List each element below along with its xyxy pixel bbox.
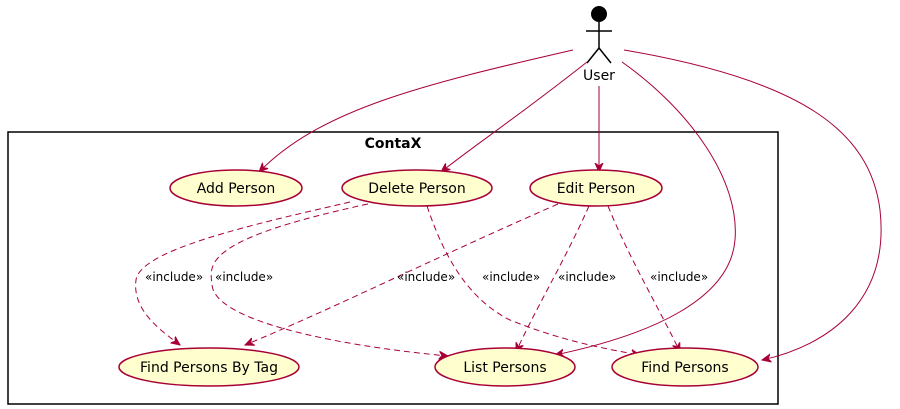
assoc-delete-person xyxy=(441,61,588,172)
assoc-find-persons xyxy=(623,49,882,360)
assoc-add-person xyxy=(259,49,574,172)
use-case-find-persons-by-tag[interactable]: Find Persons By Tag xyxy=(118,347,300,387)
include-label-3: «include» xyxy=(397,270,455,284)
system-title: ContaX xyxy=(365,136,422,152)
use-case-edit-person[interactable]: Edit Person xyxy=(529,169,663,207)
include-edit-list xyxy=(516,205,590,352)
assoc-list-persons xyxy=(555,61,736,355)
system-boundary: ContaX xyxy=(7,131,779,405)
use-case-find-persons[interactable]: Find Persons xyxy=(611,347,759,387)
include-delete-findtag xyxy=(135,201,351,345)
include-label-4: «include» xyxy=(482,270,540,284)
include-label-5: «include» xyxy=(558,270,616,284)
actor-label: User xyxy=(583,68,615,84)
include-delete-list xyxy=(210,203,448,356)
use-case-list-persons-label: List Persons xyxy=(463,360,546,376)
include-labels: «include» «include» «include» «include» … xyxy=(145,270,708,284)
include-label-2: «include» xyxy=(215,270,273,284)
use-case-delete-person-label: Delete Person xyxy=(368,181,466,197)
use-case-find-persons-label: Find Persons xyxy=(641,360,728,376)
actor-head xyxy=(591,6,607,22)
use-case-edit-person-label: Edit Person xyxy=(557,181,636,197)
actor-right-leg xyxy=(598,47,612,64)
use-case-list-persons[interactable]: List Persons xyxy=(434,347,576,387)
include-delete-findpersons xyxy=(426,205,640,355)
use-case-add-person[interactable]: Add Person xyxy=(169,169,303,207)
use-case-delete-person[interactable]: Delete Person xyxy=(341,169,493,207)
use-case-find-persons-by-tag-label: Find Persons By Tag xyxy=(140,360,278,376)
include-edit-findpersons xyxy=(607,205,680,352)
include-edit-findtag xyxy=(245,203,559,345)
actor-user[interactable]: User xyxy=(583,6,615,84)
actor-left-leg xyxy=(586,47,600,64)
include-label-1: «include» xyxy=(145,270,203,284)
include-label-6: «include» xyxy=(650,270,708,284)
include-relations xyxy=(135,201,680,356)
associations xyxy=(259,49,882,360)
use-case-add-person-label: Add Person xyxy=(197,181,276,197)
